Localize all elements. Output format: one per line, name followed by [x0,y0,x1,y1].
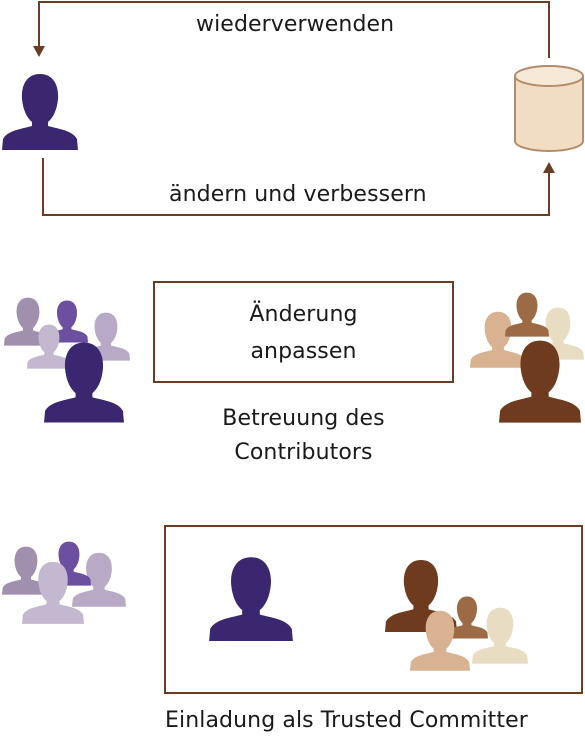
change-adapt-box [153,281,454,383]
trusted-committer-box [164,525,583,694]
user-person-icon [2,74,78,150]
mentoring-caption-line2: Contributors [234,440,373,465]
reuse-arrow [33,1,550,58]
adapt-label: anpassen [250,339,357,364]
purple-group-small-icon [2,541,126,624]
reuse-label: wiederverwenden [196,12,395,37]
brown-group-icon [470,292,584,423]
trusted-committer-caption: Einladung als Trusted Committer [165,708,528,733]
change-label: Änderung [249,302,358,327]
database-icon [514,65,584,152]
improve-arrow [42,158,555,216]
improve-label: ändern und verbessern [169,182,427,207]
mentoring-caption-line1: Betreuung des [222,406,385,431]
purple-group-icon [4,297,130,423]
